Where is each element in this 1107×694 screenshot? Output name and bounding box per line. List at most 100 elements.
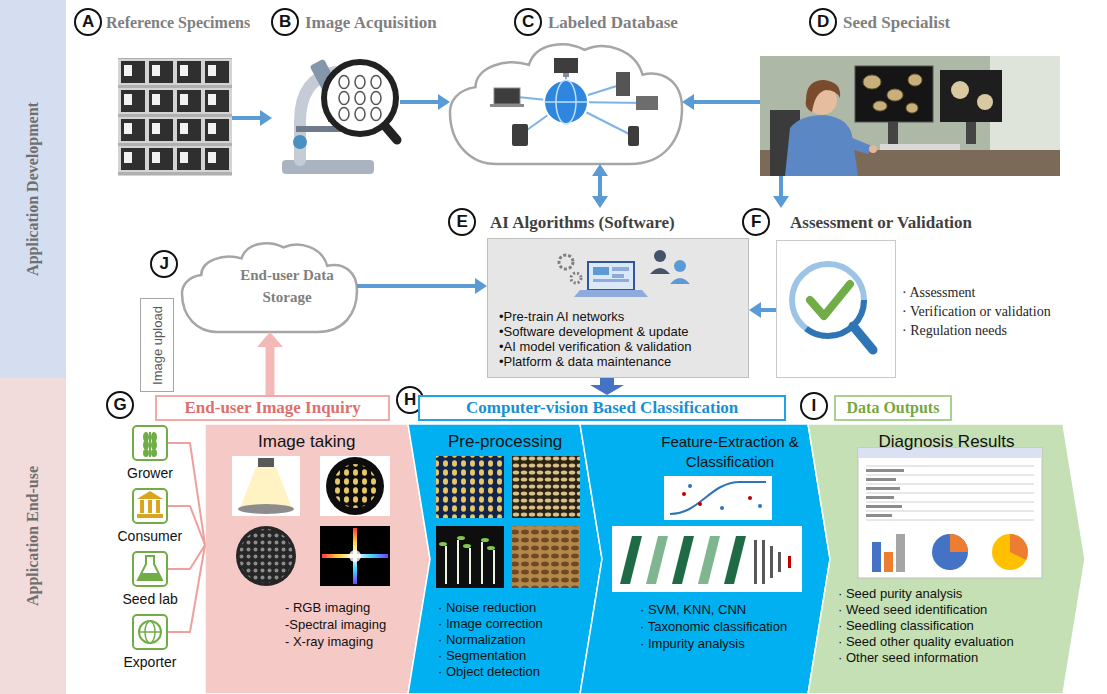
specialist-photo <box>863 74 922 113</box>
specialist-photo <box>869 145 877 153</box>
results-screenshot <box>858 448 1042 578</box>
callout-circle: C <box>514 8 542 36</box>
callout-letter: E <box>457 212 468 232</box>
bullet-text: •Pre-train AI networks <box>499 309 624 324</box>
software-icon <box>588 262 634 290</box>
microscope-picture <box>339 92 349 105</box>
preprocessing-pictures <box>463 544 471 548</box>
callout-letter: B <box>279 12 291 32</box>
results-screenshot <box>866 514 892 517</box>
user-glyphs <box>139 621 161 643</box>
arrow-head <box>773 196 789 208</box>
callout-circle: D <box>809 8 837 36</box>
heading-text: End-user Image Inquiry <box>185 398 361 418</box>
arrow-head <box>590 385 624 395</box>
user-icon: Consumer <box>132 488 168 524</box>
bullet-text: •Platform & data maintenance <box>499 354 671 369</box>
classifier-pictures <box>612 526 802 592</box>
results-screenshot <box>866 505 902 508</box>
classifier-pictures <box>688 484 692 488</box>
imaging-pictures <box>236 526 296 586</box>
callout-letter: F <box>751 212 761 232</box>
results-screenshot <box>866 487 900 490</box>
user-glyphs <box>148 500 152 513</box>
user-glyphs <box>151 449 157 457</box>
software-icon <box>612 267 629 271</box>
specimen-shelves <box>118 58 232 176</box>
callout-circle: A <box>74 8 102 36</box>
user-icon: Grower <box>132 425 168 461</box>
arrow-head <box>592 164 608 176</box>
preprocessing-pictures <box>446 540 494 584</box>
frame-box <box>776 240 896 378</box>
results-screenshot <box>884 552 893 572</box>
validation-icon <box>810 284 850 316</box>
user-glyphs <box>137 500 163 518</box>
bullet-text: - RGB imaging <box>285 600 370 615</box>
label-text: Consumer <box>118 528 183 544</box>
network-picture <box>544 101 588 103</box>
cloud-outline <box>182 243 357 332</box>
classifier-pictures <box>762 540 765 584</box>
microscope-picture <box>385 126 397 140</box>
heading-text: Feature-Extraction & Classification <box>630 432 830 472</box>
bullet-text: · Seed purity analysis <box>838 586 962 601</box>
callout-letter: G <box>114 395 127 415</box>
bullet-text: · Object detection <box>438 664 540 679</box>
classifier-pictures <box>646 536 668 584</box>
network-picture <box>616 72 630 96</box>
callout-circle: B <box>271 8 299 36</box>
results-screenshot <box>866 478 896 481</box>
callout-circle: G <box>106 391 134 419</box>
results-screenshot <box>866 466 1034 520</box>
microscope-picture <box>293 135 307 149</box>
classifier-pictures <box>682 492 686 496</box>
classifier-pictures <box>758 504 762 508</box>
preprocessing-pictures <box>439 542 447 546</box>
specialist-photo <box>880 144 960 150</box>
connector-line <box>779 176 783 197</box>
callout-circle: J <box>150 250 178 278</box>
specialist-photo <box>966 122 976 144</box>
specialist-photo <box>840 135 872 154</box>
results-screenshot <box>866 502 1034 503</box>
specialist-photo <box>760 56 1060 176</box>
classifier-pictures <box>788 556 791 568</box>
bullet-text: · Taxonomic classification <box>640 619 787 634</box>
imaging-pictures <box>320 526 390 586</box>
label-text: Grower <box>127 465 173 481</box>
connector-line <box>168 545 205 569</box>
imaging-pictures <box>320 456 390 516</box>
classifier-pictures <box>620 536 642 584</box>
software-icon <box>674 260 686 272</box>
user-glyphs <box>156 500 160 513</box>
heading-text: Seed Specialist <box>843 12 950 34</box>
software-icon <box>654 250 666 262</box>
microscope-picture <box>324 62 396 134</box>
database-cloud: Labeled Database <box>450 40 682 164</box>
preprocessing-pictures <box>436 456 504 518</box>
specialist-photo <box>908 74 922 86</box>
arrow-head <box>749 302 761 318</box>
connector-line <box>693 100 760 104</box>
arrow-head <box>592 196 608 208</box>
results-screenshot <box>866 475 1034 476</box>
connector <box>400 94 450 110</box>
imaging-pictures <box>326 457 384 515</box>
network-picture <box>563 73 569 77</box>
bullet-text: · SVM, KNN, CNN <box>640 602 746 617</box>
side-band: Application Development <box>0 0 66 378</box>
bullet-text: · Other seed information <box>838 650 978 665</box>
specialist-photo <box>977 94 993 110</box>
microscope-picture <box>371 108 381 121</box>
classifier-pictures <box>698 536 720 584</box>
heading-text: Image taking <box>258 432 355 452</box>
stage-chevron: Image taking- RGB imaging-Spectral imagi… <box>205 424 430 694</box>
classifier-pictures <box>754 540 757 584</box>
callout-letter: C <box>522 12 534 32</box>
classifier-pictures <box>682 492 752 506</box>
bullet-text: · Image correction <box>438 616 543 631</box>
bullet-text: · Seed other quality evaluation <box>838 634 1014 649</box>
specialist-photo <box>888 122 898 144</box>
